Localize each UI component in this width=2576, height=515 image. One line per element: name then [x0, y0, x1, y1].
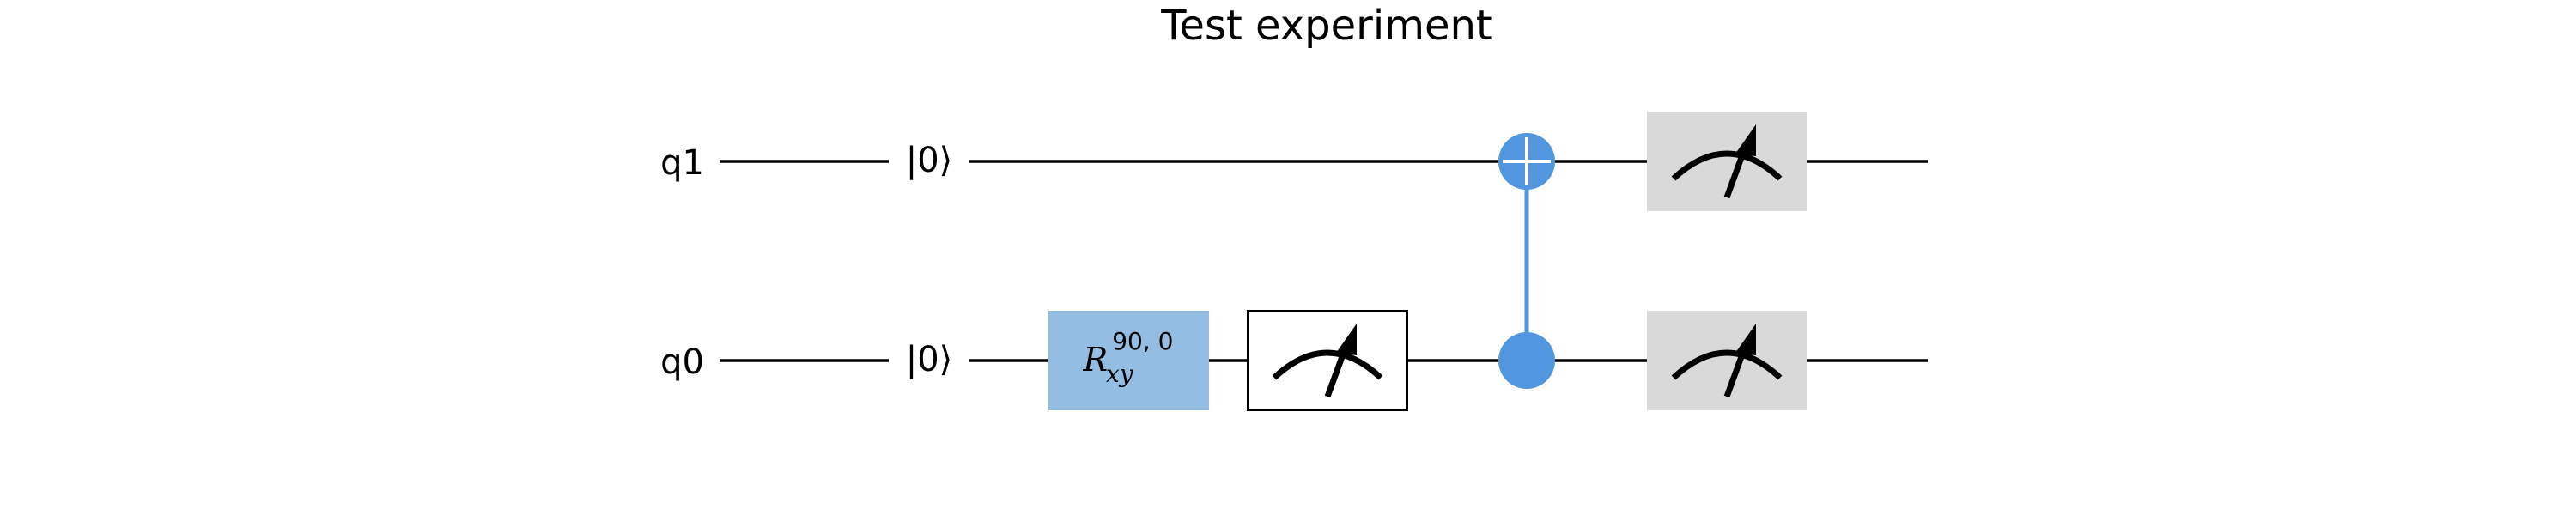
init-state-q1: |0⟩ — [906, 141, 953, 180]
cnot-gate[interactable] — [1498, 133, 1555, 389]
rotation-gate-symbol: R — [1083, 341, 1109, 379]
diagram-title: Test experiment — [1160, 2, 1492, 50]
measure-gate-q0-mid[interactable] — [1247, 310, 1408, 411]
qubit-label-q1: q1 — [660, 143, 704, 183]
meter-icon — [1671, 324, 1783, 398]
init-state-q0: |0⟩ — [906, 340, 953, 379]
rotation-gate-subscript: xy — [1106, 360, 1134, 388]
measure-gate-q0-end[interactable] — [1647, 311, 1807, 410]
rotation-gate-label: R 90, 0 — [1083, 327, 1174, 379]
meter-icon — [1272, 324, 1383, 398]
cnot-control-dot — [1498, 332, 1555, 389]
meter-icon — [1671, 124, 1783, 199]
rotation-gate-box — [1048, 311, 1209, 410]
plus-icon — [1503, 137, 1551, 185]
rotation-gate-superscript: 90, 0 — [1112, 327, 1173, 355]
measure-gate-q1[interactable] — [1647, 112, 1807, 211]
rotation-gate[interactable]: R 90, 0 xy — [1048, 311, 1209, 410]
qubit-label-q0: q0 — [660, 342, 704, 382]
